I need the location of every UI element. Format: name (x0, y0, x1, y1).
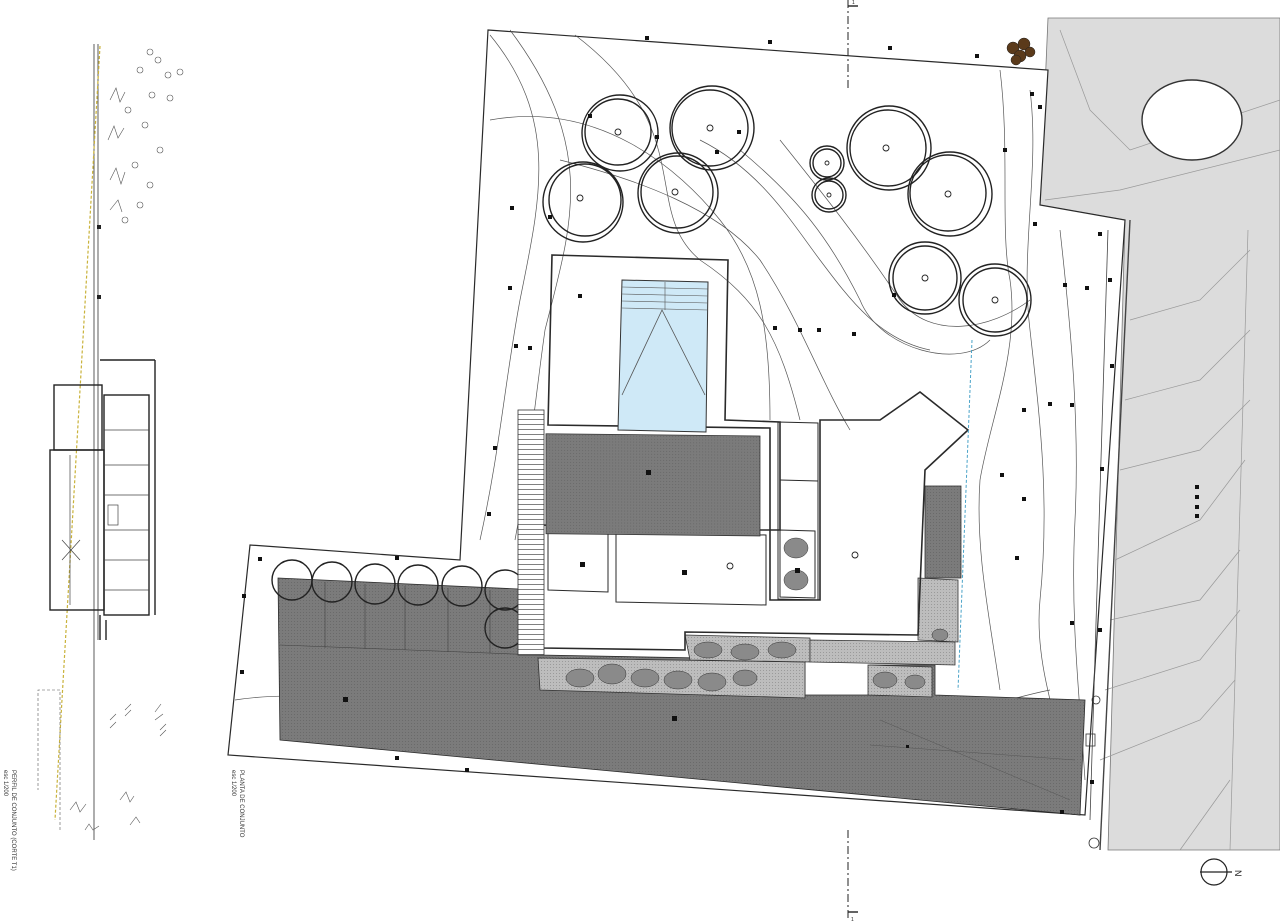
roundabout (1141, 79, 1243, 161)
section-marker-top: 1 (847, 0, 858, 90)
shrubs (565, 537, 949, 692)
profile-scale: esc 1/200 (2, 770, 8, 797)
north-arrow: N (1200, 858, 1243, 886)
street-area (1039, 17, 1280, 851)
corner-bush (1006, 37, 1036, 66)
section-marker-bottom: 1 (847, 830, 858, 923)
tree-trunks (576, 124, 999, 570)
dashed-axis (957, 339, 973, 691)
terrace-paving (545, 433, 761, 537)
profile-title: PERFIL DE CONJUNTO (CORTE T1) (10, 770, 16, 871)
site-profile-section (37, 44, 184, 840)
section-number-bottom: 1 (851, 917, 854, 923)
stairs (517, 409, 545, 656)
level-markers (240, 36, 1199, 814)
profile-title-block: PERFIL DE CONJUNTO (CORTE T1) esc 1/200 (2, 770, 16, 871)
plan-title: PLANTA DE CONJUNTO (238, 770, 244, 838)
bollards (1085, 695, 1101, 849)
pool (617, 279, 709, 433)
plan-title-block: PLANTA DE CONJUNTO esc 1/200 (230, 770, 244, 838)
plan-scale: esc 1/200 (230, 770, 236, 797)
section-number-top: 1 (852, 0, 855, 6)
north-label: N (1233, 870, 1243, 877)
garden-trees (542, 85, 1032, 337)
parking-trees (271, 559, 526, 649)
